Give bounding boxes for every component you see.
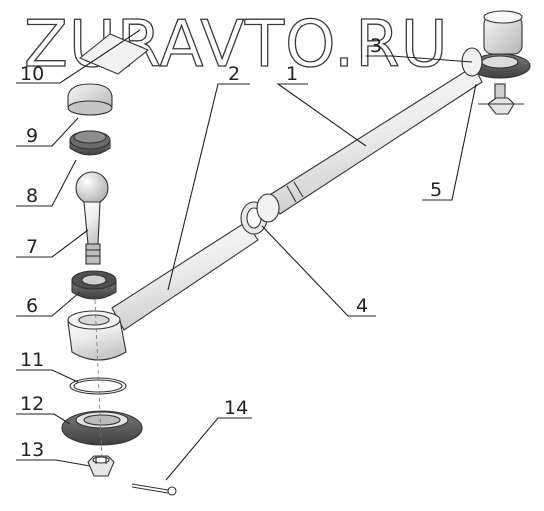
leader-3 <box>366 55 473 63</box>
leader-4 <box>261 225 376 317</box>
callout-5: 5 <box>430 179 442 201</box>
callout-6: 6 <box>26 295 38 317</box>
part-9-cap <box>67 83 113 116</box>
part-6-bushing <box>71 270 117 300</box>
part-10-plate <box>78 33 150 75</box>
callout-2: 2 <box>228 63 240 85</box>
callout-13: 13 <box>20 439 44 461</box>
leader-10 <box>16 29 141 84</box>
callout-14: 14 <box>224 397 248 419</box>
assembly-axis <box>94 299 103 461</box>
part-11-ring <box>69 377 127 395</box>
callout-12: 12 <box>20 393 44 415</box>
part-3-upper-joint <box>461 10 531 79</box>
part-8-insert <box>69 130 111 156</box>
callout-8: 8 <box>26 185 38 207</box>
callout-10: 10 <box>20 63 44 85</box>
leader-lines <box>16 29 477 481</box>
part-13-nut <box>87 455 115 477</box>
leader-8 <box>16 159 77 207</box>
part-14-cotter-pin <box>131 483 177 496</box>
callout-3: 3 <box>370 35 382 57</box>
leader-12 <box>16 413 71 425</box>
part-4-clamp <box>240 193 280 235</box>
leader-6 <box>16 291 81 317</box>
leader-14 <box>165 417 252 481</box>
part-2-rod <box>67 221 259 361</box>
watermark-text: ZURAVTO.RU <box>24 8 449 82</box>
leader-7 <box>16 229 89 258</box>
callout-7: 7 <box>26 236 38 258</box>
leader-13 <box>16 459 91 467</box>
callout-labels: 10 9 8 7 6 11 12 13 2 1 4 5 3 14 <box>20 35 442 461</box>
part-12-boot <box>61 410 143 446</box>
part-7-ball-pin <box>75 171 109 265</box>
callout-11: 11 <box>20 349 44 371</box>
leader-1 <box>276 83 367 147</box>
leader-5 <box>422 83 477 201</box>
leader-9 <box>16 117 79 147</box>
callout-4: 4 <box>356 295 368 317</box>
part-5-upper-nut <box>478 83 524 115</box>
leader-11 <box>16 369 79 383</box>
callout-1: 1 <box>286 63 298 85</box>
callout-9: 9 <box>26 125 38 147</box>
part-1-tube <box>267 65 483 215</box>
leader-2 <box>167 83 250 291</box>
